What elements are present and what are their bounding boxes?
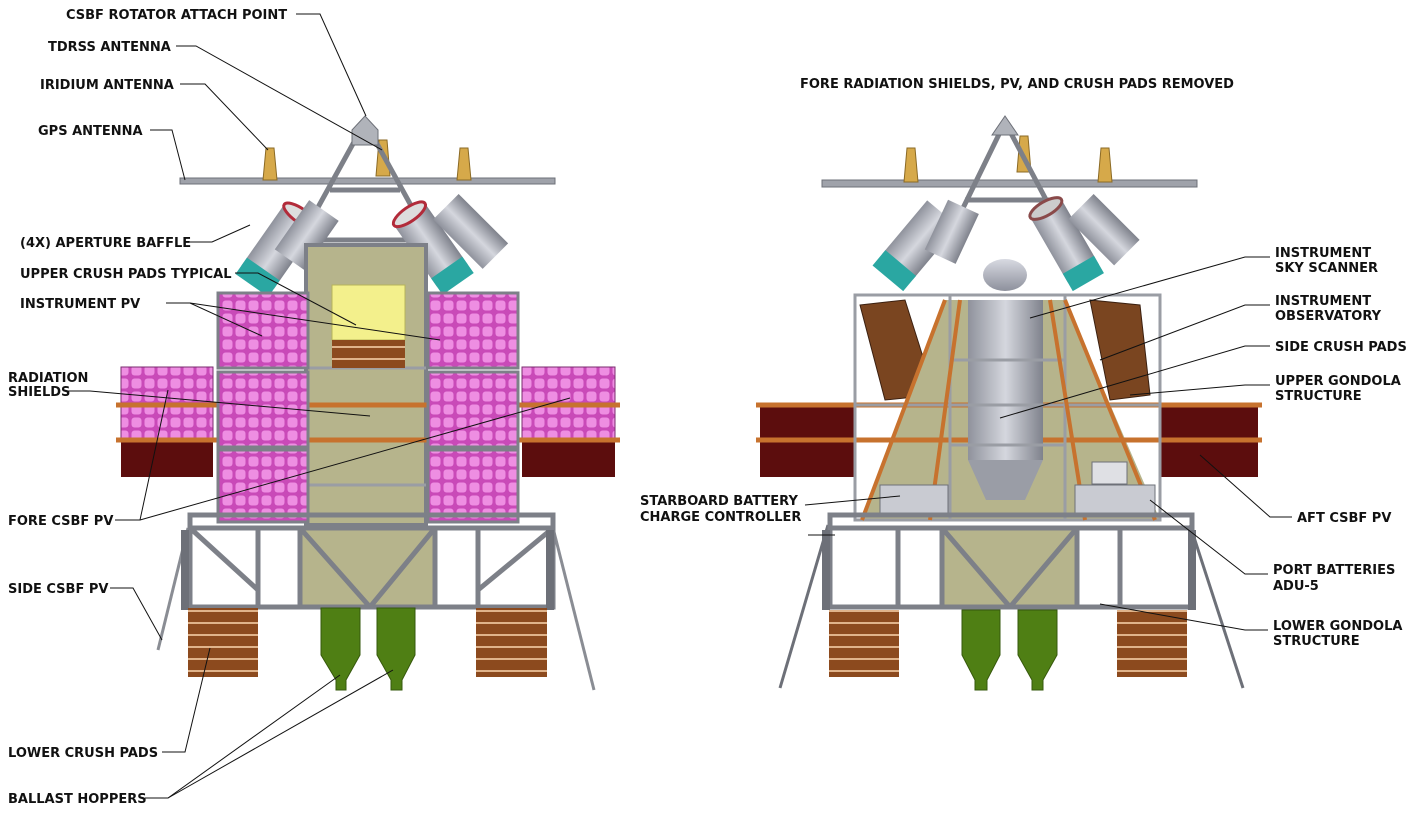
side-leg — [551, 527, 596, 691]
label-aft-csbf-pv: AFT CSBF PV — [1297, 511, 1391, 526]
side-crush-pad-right — [1089, 299, 1151, 401]
radiation-shield-right — [522, 440, 615, 477]
antennas — [262, 139, 472, 181]
instrument-observatory — [968, 300, 1043, 460]
gps-antenna — [262, 147, 278, 181]
label-gps-antenna: GPS ANTENNA — [38, 124, 143, 139]
lower-crush-pad-left — [188, 608, 258, 677]
label-instrument-pv: INSTRUMENT PV — [20, 297, 140, 312]
label-iridium-antenna: IRIDIUM ANTENNA — [40, 78, 174, 93]
label-instrument-sky-scanner-line2: SKY SCANNER — [1275, 261, 1378, 276]
left-gondola-drawing — [116, 115, 620, 691]
antennas — [903, 135, 1113, 183]
label-radiation-shields-line2: SHIELDS — [8, 385, 70, 400]
right-leader-lines — [804, 256, 1292, 631]
label-radiation-shields-line1: RADIATION — [8, 371, 88, 386]
label-starboard-battery-line2: CHARGE CONTROLLER — [640, 510, 801, 525]
label-instrument-sky-scanner-line1: INSTRUMENT — [1275, 246, 1371, 261]
aperture-baffles — [235, 193, 509, 297]
right-gondola-drawing — [756, 115, 1262, 691]
left-labels: CSBF ROTATOR ATTACH POINT TDRSS ANTENNA … — [8, 8, 287, 807]
left-leader-lines — [64, 13, 571, 799]
right-labels: INSTRUMENT SKY SCANNER INSTRUMENT OBSERV… — [640, 246, 1407, 649]
label-port-batteries-line2: ADU-5 — [1273, 579, 1319, 594]
lower-olive-panel — [300, 530, 435, 605]
label-side-csbf-pv: SIDE CSBF PV — [8, 582, 108, 597]
sky-scanner-dome — [983, 259, 1027, 291]
label-port-batteries-line1: PORT BATTERIES — [1273, 563, 1395, 578]
label-fore-csbf-pv: FORE CSBF PV — [8, 514, 113, 529]
label-lower-gondola-line2: STRUCTURE — [1273, 634, 1360, 649]
lower-gondola-frame — [187, 512, 556, 610]
aperture-baffles — [872, 193, 1140, 292]
lower-crush-pad-right — [476, 608, 547, 677]
right-view-title: FORE RADIATION SHIELDS, PV, AND CRUSH PA… — [800, 77, 1234, 92]
label-upper-gondola-line2: STRUCTURE — [1275, 389, 1362, 404]
antenna-bar — [821, 179, 1198, 188]
adu-5 — [1091, 461, 1128, 485]
upper-crush-pad — [331, 284, 406, 341]
instrument-pv-panels — [216, 291, 520, 524]
label-rotator-attach-point: CSBF ROTATOR ATTACH POINT — [66, 8, 287, 23]
label-starboard-battery-line1: STARBOARD BATTERY — [640, 494, 798, 509]
label-ballast-hoppers: BALLAST HOPPERS — [8, 792, 147, 807]
label-aperture-baffle: (4X) APERTURE BAFFLE — [20, 236, 191, 251]
label-lower-crush-pads: LOWER CRUSH PADS — [8, 746, 158, 761]
upper-crush-pad-base — [332, 340, 405, 368]
label-side-crush-pads: SIDE CRUSH PADS — [1275, 340, 1407, 355]
label-upper-gondola-line1: UPPER GONDOLA — [1275, 374, 1401, 389]
label-lower-gondola-line1: LOWER GONDOLA — [1273, 619, 1402, 634]
label-tdrss-antenna: TDRSS ANTENNA — [48, 40, 171, 55]
starboard-battery-box — [879, 484, 949, 514]
iridium-antenna — [456, 147, 472, 181]
antenna-bar — [179, 177, 556, 185]
port-batteries-box — [1074, 484, 1156, 514]
ballast-hoppers — [320, 607, 416, 691]
label-instrument-observatory-line1: INSTRUMENT — [1275, 294, 1371, 309]
diagonal-struts — [860, 299, 1157, 521]
ballast-hoppers — [961, 609, 1058, 691]
label-upper-crush-pads: UPPER CRUSH PADS TYPICAL — [20, 267, 232, 282]
label-instrument-observatory-line2: OBSERVATORY — [1275, 309, 1382, 324]
rotator-attach-point — [351, 115, 379, 146]
radiation-shield-left — [121, 440, 213, 477]
